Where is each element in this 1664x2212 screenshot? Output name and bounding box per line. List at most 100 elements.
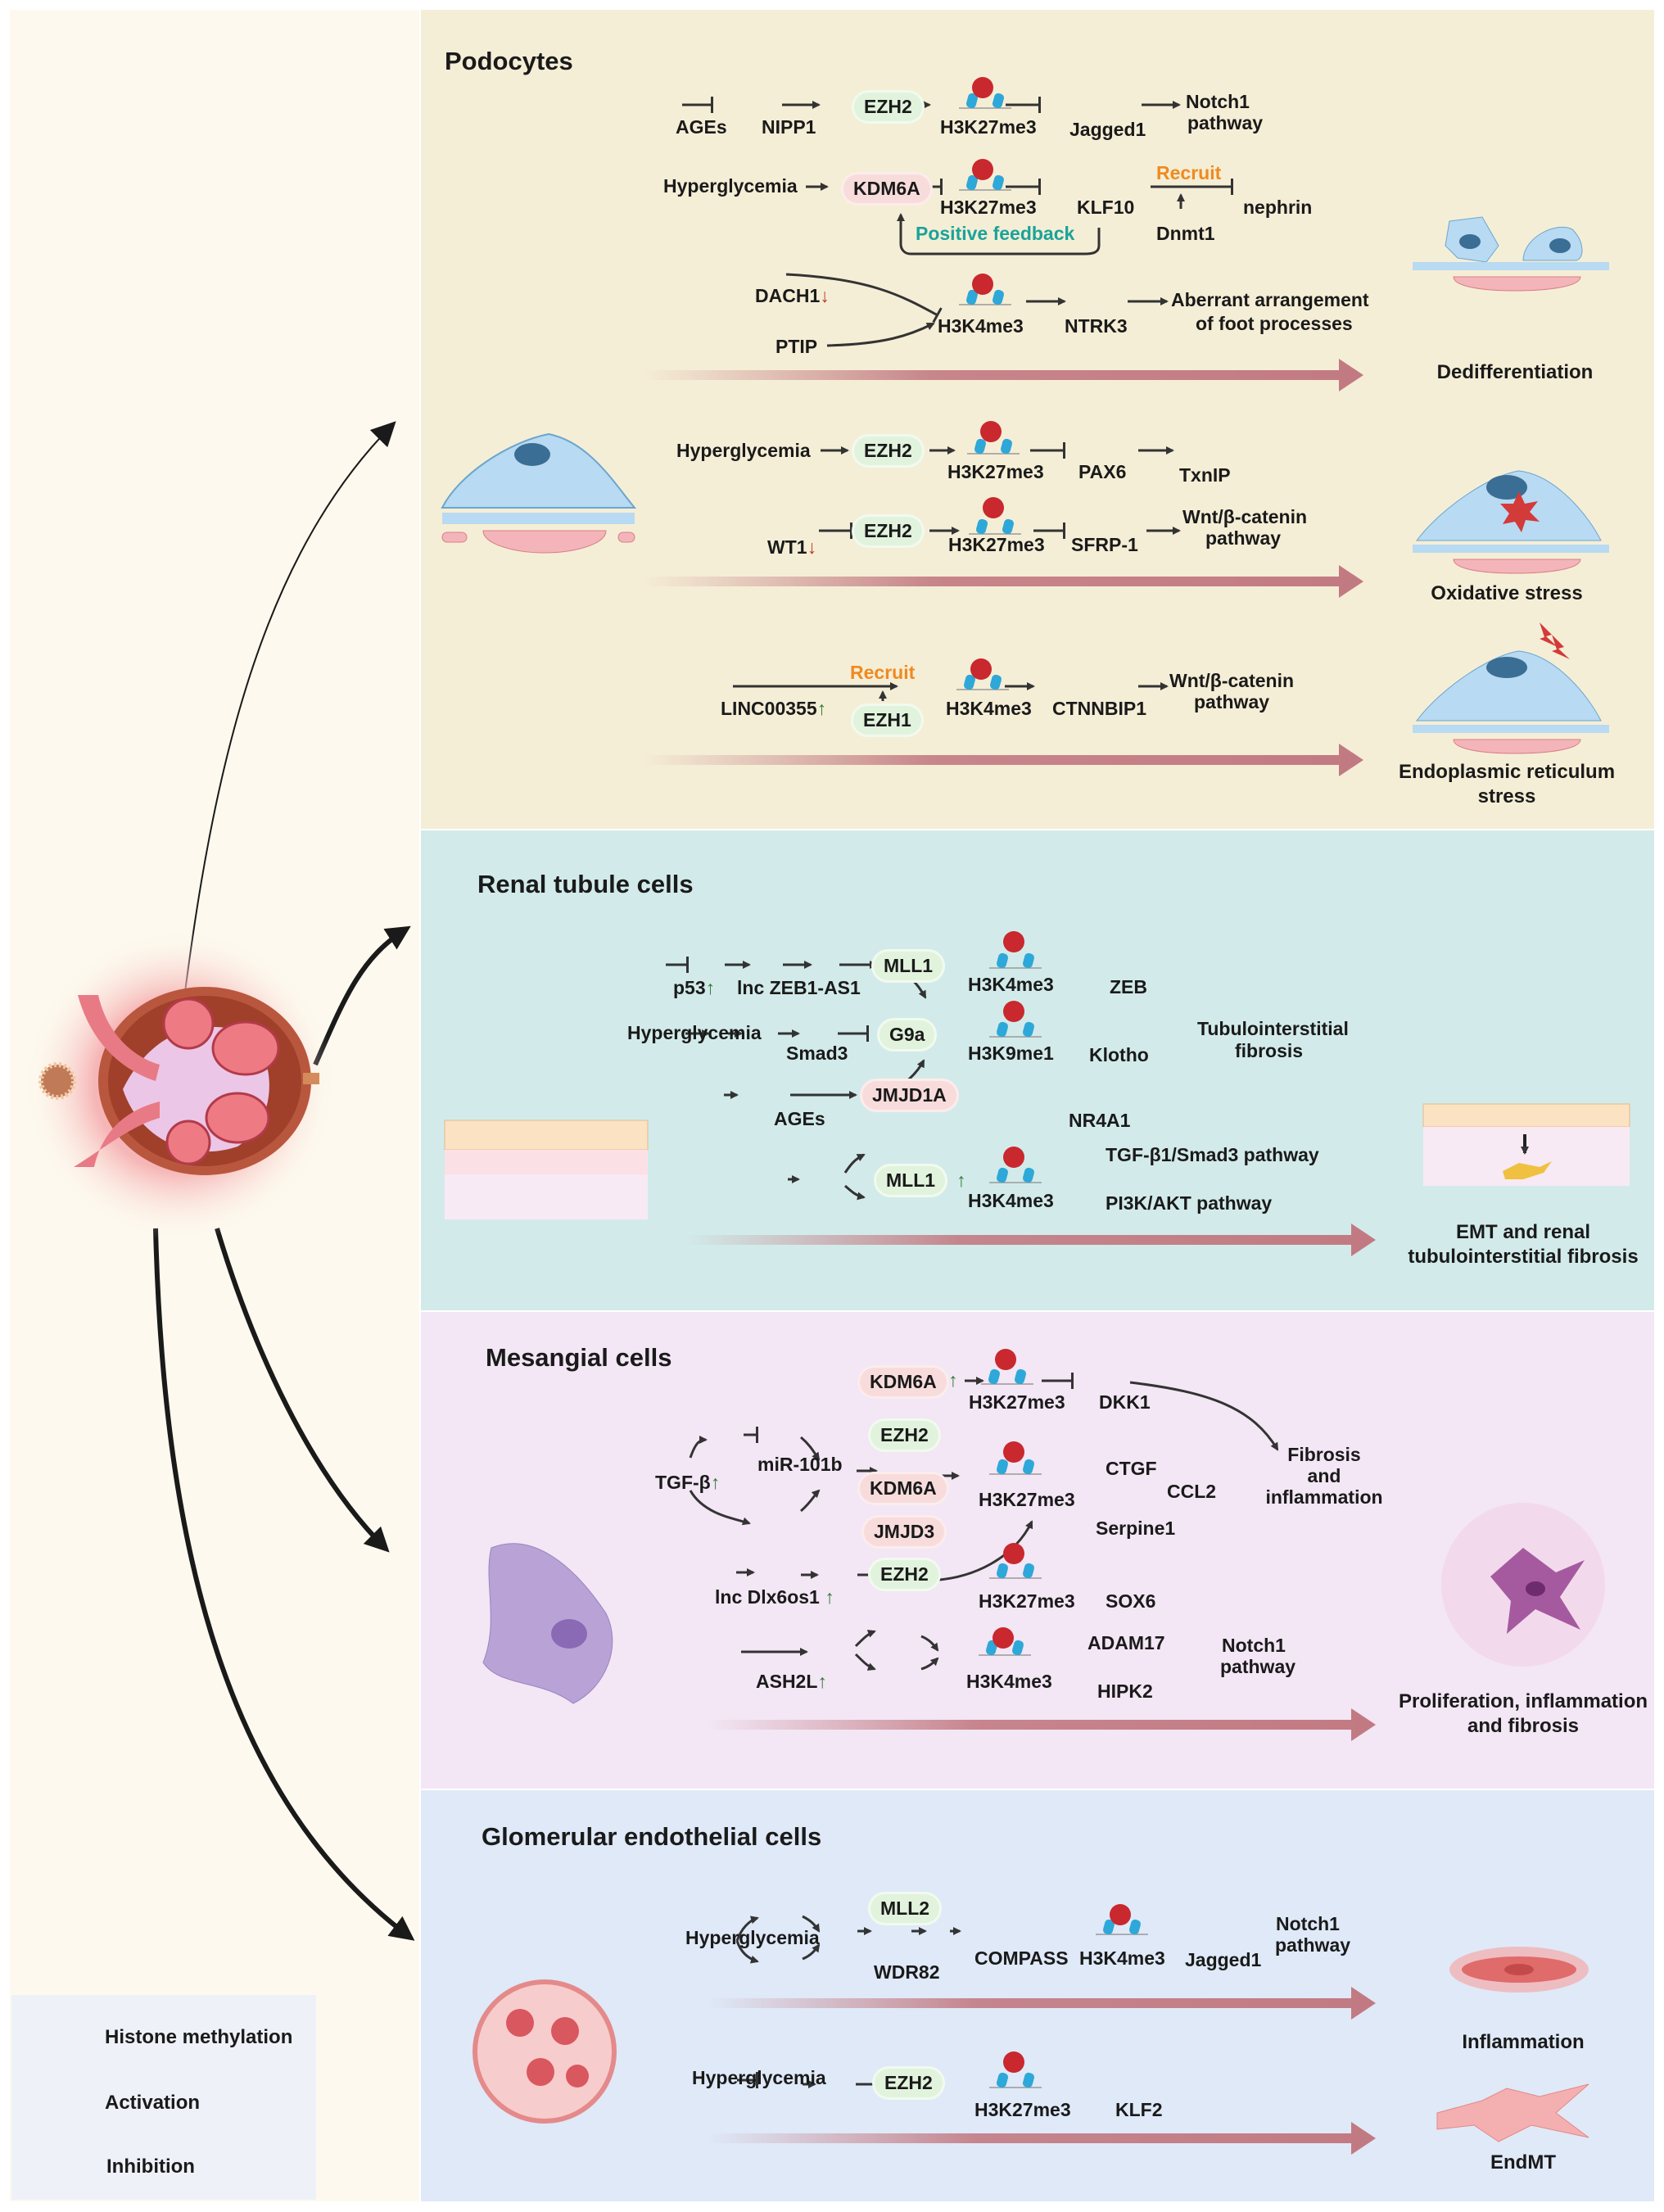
node-sox6: SOX6 <box>1106 1590 1156 1612</box>
mark-h3k27me3: H3K27me3 <box>979 1590 1075 1612</box>
node-zeb: ZEB <box>1110 976 1147 997</box>
node-hyperglycemia: Hyperglycemia <box>676 440 811 461</box>
mark-h3k27me3: H3K27me3 <box>969 1391 1065 1413</box>
endothelial-cell-illustration <box>473 1979 617 2124</box>
node-smad3: Smad3 <box>786 1043 848 1064</box>
oxidative-stress-illustration <box>1413 470 1609 574</box>
up-arrow-icon: ↑ <box>710 1472 721 1493</box>
outcome-endmt: EndMT <box>1490 2151 1556 2174</box>
node-ezh2: EZH2 <box>854 93 922 121</box>
mark-h3k4me3: H3K4me3 <box>946 698 1032 719</box>
label-positive-feedback: Positive feedback <box>916 223 1075 244</box>
node-compass: COMPASS <box>974 1947 1069 1969</box>
node-hyperglycemia: Hyperglycemia <box>692 2067 826 2088</box>
mark-h3k27me3: H3K27me3 <box>979 1489 1075 1510</box>
down-arrow-icon: ↓ <box>820 285 830 306</box>
er-stress-line2: stress <box>1477 785 1536 807</box>
node-klotho: Klotho <box>1089 1044 1149 1065</box>
proliferation-illustration <box>1441 1503 1605 1667</box>
node-hyperglycemia: Hyperglycemia <box>627 1022 762 1043</box>
fibrosis-line1: Fibrosis <box>1287 1444 1361 1465</box>
fibrosis-line3: inflammation <box>1265 1486 1383 1508</box>
end-tubulointerstitial: Tubulointerstitial <box>1197 1018 1349 1039</box>
fibrosis-line2: and <box>1307 1465 1341 1486</box>
node-kdm6a: KDM6A <box>843 174 930 203</box>
node-ccl2: CCL2 <box>1167 1481 1217 1502</box>
pathway-connectors <box>666 97 1279 2092</box>
proliferation-line2: and fibrosis <box>1467 1715 1580 1737</box>
mark-h3k27me3: H3K27me3 <box>948 534 1045 555</box>
node-hyperglycemia: Hyperglycemia <box>685 1927 820 1948</box>
emt-illustration <box>1422 1103 1630 1186</box>
outcome-oxidative-stress: Oxidative stress <box>1431 582 1583 604</box>
node-mll1: MLL1 <box>874 952 943 980</box>
podocytes-title: Podocytes <box>445 47 573 75</box>
progress-arrows <box>643 359 1376 2155</box>
mesangial-cell-illustration <box>482 1543 613 1704</box>
node-adam17: ADAM17 <box>1087 1632 1165 1653</box>
end-aberrant: Aberrant arrangement <box>1171 289 1369 310</box>
legend-histone-methylation: Histone methylation <box>105 2026 293 2048</box>
end-notch1: Notch1 <box>1222 1635 1286 1656</box>
renal-tubule-title: Renal tubule cells <box>477 870 694 898</box>
node-lnc-dlx6os1: lnc Dlx6os1 ↑ <box>715 1586 834 1608</box>
end-pathway: pathway <box>1194 691 1270 712</box>
label-recruit: Recruit <box>850 662 916 683</box>
endothelial-panel <box>421 1790 1654 2201</box>
p53-label: p53 <box>673 977 706 998</box>
end-pathway: pathway <box>1220 1656 1296 1677</box>
node-sfrp1: SFRP-1 <box>1071 534 1138 555</box>
end-wnt: Wnt/β-catenin <box>1182 506 1308 527</box>
end-foot-processes: of foot processes <box>1196 313 1353 334</box>
mesangial-panel <box>421 1312 1654 1789</box>
node-ash2l: ASH2L↑ <box>756 1671 827 1692</box>
node-ages: AGEs <box>774 1108 825 1129</box>
legend: Histone methylation Activation Inhibitio… <box>11 1995 316 2200</box>
inflammation-illustration <box>1449 1947 1589 1993</box>
end-pathway: pathway <box>1205 527 1282 549</box>
lnc-dlx6os1-label: lnc Dlx6os1 <box>715 1586 820 1608</box>
node-jagged1: Jagged1 <box>1185 1949 1262 1970</box>
node-linc00355: LINC00355↑ <box>721 698 826 719</box>
mark-h3k4me3: H3K4me3 <box>938 315 1024 337</box>
node-dkk1: DKK1 <box>1099 1391 1151 1413</box>
mark-h3k27me3: H3K27me3 <box>940 116 1037 138</box>
node-pax6: PAX6 <box>1078 461 1127 482</box>
dedifferentiation-illustration <box>1413 216 1609 292</box>
node-hyperglycemia: Hyperglycemia <box>663 175 798 197</box>
node-nipp1: NIPP1 <box>762 116 816 138</box>
end-pathway: pathway <box>1275 1934 1351 1956</box>
node-kdm6a: KDM6A <box>860 1474 947 1503</box>
node-ezh2: EZH2 <box>870 1560 938 1589</box>
node-ezh2: EZH2 <box>854 517 922 545</box>
node-ezh2: EZH2 <box>875 2069 943 2097</box>
node-jmjd1a: JMJD1A <box>862 1081 956 1110</box>
node-jmjd3: JMJD3 <box>864 1518 945 1546</box>
outcome-dedifferentiation: Dedifferentiation <box>1436 361 1594 383</box>
er-stress-illustration <box>1413 622 1609 754</box>
mark-h3k27me3: H3K27me3 <box>947 461 1044 482</box>
down-arrow-icon: ↓ <box>807 536 817 558</box>
node-nephrin: nephrin <box>1243 197 1313 218</box>
end-pi3k-akt: PI3K/AKT pathway <box>1106 1192 1273 1214</box>
wt1-label: WT1 <box>767 536 807 558</box>
end-notch1: Notch1 <box>1276 1913 1340 1934</box>
up-arrow-icon: ↑ <box>816 698 827 719</box>
node-mll1: MLL1 <box>876 1166 946 1195</box>
up-arrow-icon: ↑ <box>825 1586 834 1608</box>
mesangial-title: Mesangial cells <box>486 1343 672 1372</box>
node-nr4a1: NR4A1 <box>1069 1110 1131 1131</box>
node-txnip: TxnIP <box>1179 464 1231 486</box>
endmt-illustration <box>1436 2083 1589 2142</box>
node-mir-101b: miR-101b <box>757 1454 843 1475</box>
mll1-label: MLL1 <box>886 1169 936 1191</box>
end-tgf-smad3: TGF-β1/Smad3 pathway <box>1106 1144 1319 1165</box>
node-klf10: KLF10 <box>1077 197 1135 218</box>
emt-line1: EMT and renal <box>1455 1221 1591 1243</box>
tubule-epithelium-illustration <box>444 1120 649 1219</box>
